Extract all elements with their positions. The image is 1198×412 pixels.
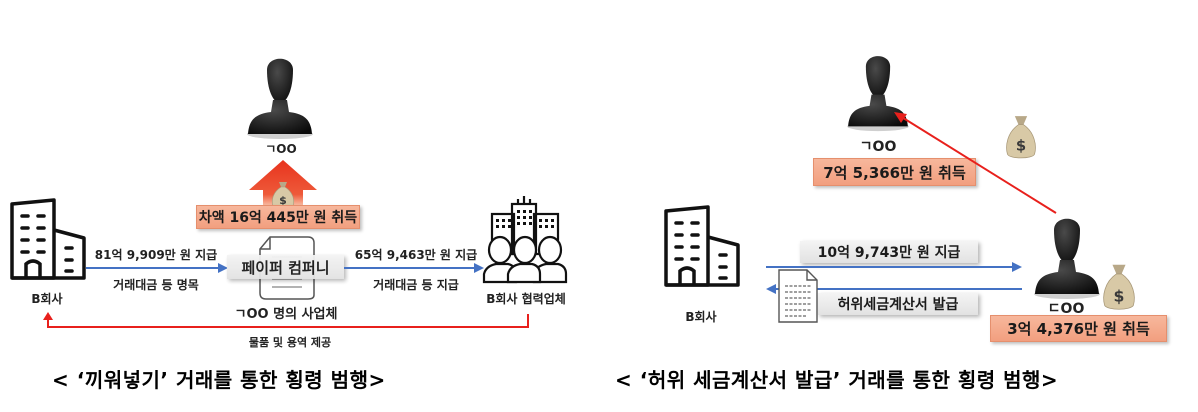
money-bag-icon: $	[1006, 116, 1036, 159]
person-silhouette-icon	[847, 56, 909, 132]
payment-out-arrow	[344, 263, 484, 273]
person-top-profit-badge: 7억 5,366만 원 취득	[813, 158, 976, 186]
paper-company-box: 페이퍼 컴퍼니	[227, 255, 344, 279]
person-silhouette-icon	[247, 58, 313, 139]
invoice-document-icon	[778, 269, 818, 323]
svg-text:$: $	[1016, 138, 1026, 155]
partner-company-icon	[482, 196, 568, 284]
building-icon	[10, 198, 86, 280]
payment-in-amount: 81억 9,909만 원 지급	[94, 248, 218, 262]
payment-label-box: 10억 9,743만 원 지급	[800, 241, 978, 263]
company-b-label: B회사	[31, 292, 63, 306]
svg-text:$: $	[1114, 286, 1125, 305]
goods-return-arrow	[43, 312, 529, 328]
invoice-label-box: 허위세금계산서 발급	[818, 293, 978, 315]
person-top-label: ㄱOO	[859, 139, 897, 155]
person-label: ㄱOO	[265, 142, 297, 156]
person-silhouette-icon	[1034, 218, 1100, 299]
payment-out-note: 거래대금 등 지급	[373, 278, 459, 292]
payment-in-note: 거래대금 등 명목	[113, 278, 199, 292]
goods-flow-label: 물품 및 용역 제공	[248, 336, 332, 349]
building-icon	[664, 205, 740, 287]
partner-company-label: B회사 협력업체	[486, 292, 566, 306]
red-diagonal-arrow	[894, 112, 1057, 214]
svg-text:$: $	[279, 194, 287, 207]
paper-company-sub: ㄱOO 명의 사업체	[234, 307, 338, 322]
money-bag-icon: $	[1103, 264, 1135, 310]
payment-out-amount: 65억 9,463만 원 지급	[354, 248, 478, 262]
right-caption: < ‘허위 세금계산서 발급’ 거래를 통한 횡령 범행>	[615, 368, 1059, 392]
left-caption: < ‘끼워넣기’ 거래를 통한 횡령 범행>	[52, 368, 386, 392]
profit-badge: 차액 16억 445만 원 취득	[196, 205, 360, 229]
person-right-label: ㄷOO	[1047, 301, 1085, 317]
company-b-label: B회사	[685, 310, 717, 324]
payment-in-arrow	[86, 263, 228, 273]
person-right-profit-badge: 3억 4,376만 원 취득	[990, 315, 1167, 342]
payment-arrow	[766, 262, 1022, 272]
